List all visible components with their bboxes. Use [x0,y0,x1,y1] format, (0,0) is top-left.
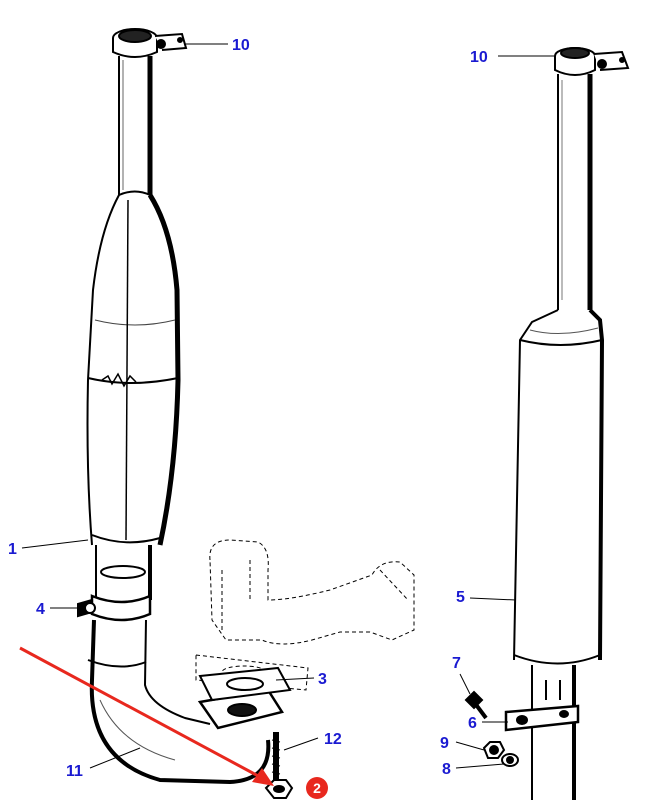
callout-1: 1 [8,541,17,558]
callout-10-right: 10 [470,49,488,66]
callout-4: 4 [36,601,45,618]
callout-3: 3 [318,671,327,688]
callout-10-left: 10 [232,37,250,54]
bolt [464,690,488,720]
left-upper-tube [118,56,153,195]
right-rain-cap [554,47,630,76]
callout-6: 6 [468,715,477,732]
right-muffler-body [513,308,605,665]
callout-8: 8 [442,761,451,778]
leader-7 [459,673,471,695]
callout-5: 5 [456,589,465,606]
leader-11 [89,747,141,769]
hex-nut [501,753,519,767]
right-exhaust-assembly [464,47,630,800]
left-muffler-body [86,190,181,546]
leader-12 [283,737,319,751]
leader-1 [21,539,89,549]
leader-9 [455,741,485,751]
right-clamp [504,704,580,732]
left-lower-neck [95,545,152,600]
leader-8 [455,763,505,769]
badge-label: 2 [313,780,321,796]
callout-9: 9 [440,735,449,752]
gasket [198,666,292,702]
callout-11: 11 [66,763,83,780]
right-lower-tube [531,665,576,800]
stud [271,732,281,780]
manifold-outline [195,539,415,691]
right-upper-tube [557,74,593,310]
left-rain-cap [112,28,188,58]
callout-labels: 10 10 1 4 11 3 12 5 7 6 9 8 [8,37,488,780]
leader-3 [275,677,315,681]
left-elbow-pipe [87,619,271,785]
lock-washer [482,741,506,759]
leader-5 [469,597,517,601]
leader-lines [21,43,556,769]
callout-12: 12 [324,731,342,748]
highlight-arrow [19,646,274,786]
callout-7: 7 [452,655,461,672]
highlight-badge: 2 [306,777,328,799]
left-clamp [77,594,152,622]
